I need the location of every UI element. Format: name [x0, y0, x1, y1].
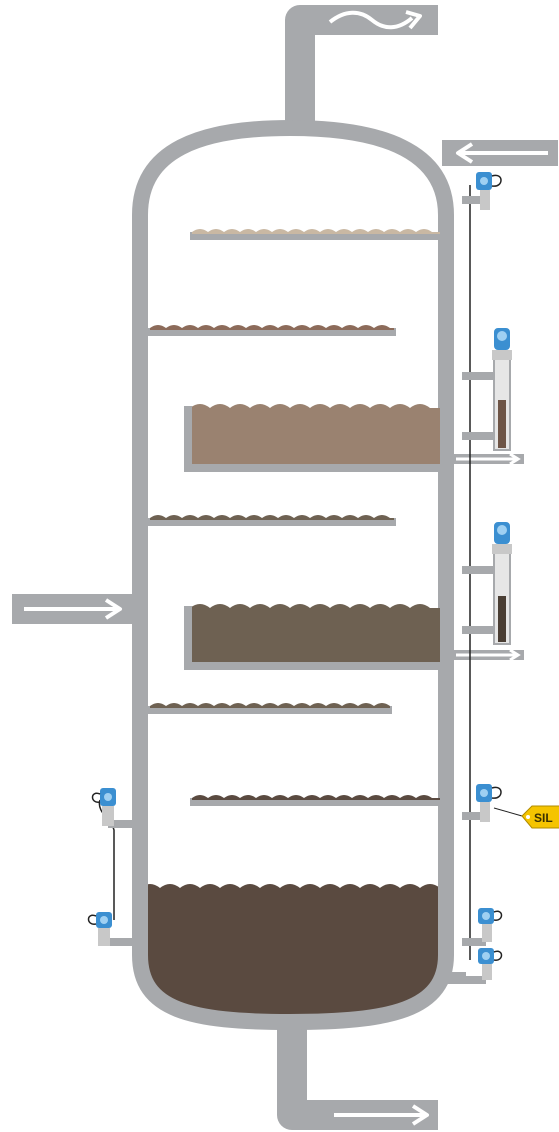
sil-tag-label: SIL	[534, 811, 553, 825]
pressure-transmitter-icon	[91, 788, 132, 828]
radar-level-icon	[462, 522, 512, 645]
side-draw-1	[446, 452, 524, 466]
sump-liquid	[140, 884, 446, 1022]
chimney-tray-1	[184, 404, 444, 472]
pressure-transmitter-icon	[462, 784, 502, 822]
vapor-wave-icon	[328, 10, 422, 30]
arrow-right-icon	[334, 1104, 429, 1126]
bottom-outlet-pipe	[277, 1018, 438, 1130]
reflux-inlet	[442, 140, 558, 166]
vessel-interior	[140, 128, 446, 1022]
tray-5	[190, 795, 442, 806]
drain-nozzle	[446, 972, 466, 984]
chimney-tray-2	[184, 604, 444, 670]
arrow-right-icon	[456, 452, 521, 466]
arrow-right-icon	[456, 648, 521, 662]
pressure-transmitter-icon	[462, 908, 503, 946]
pressure-transmitter-icon	[456, 948, 503, 984]
tray-1	[190, 229, 442, 240]
pressure-transmitter-icon	[87, 912, 132, 946]
tray-4	[148, 703, 392, 714]
tray-3	[148, 515, 396, 526]
sil-tag: SIL	[521, 805, 559, 829]
column-shell	[132, 119, 454, 1031]
radar-level-icon	[462, 328, 512, 451]
side-draw-2	[446, 648, 524, 662]
feed-inlet	[12, 594, 140, 624]
top-outlet-pipe	[285, 5, 438, 128]
tray-2	[148, 325, 396, 336]
pressure-transmitter-icon	[462, 172, 502, 210]
left-to-right-arrow-icon	[24, 598, 122, 620]
right-to-left-arrow-icon	[456, 142, 548, 164]
